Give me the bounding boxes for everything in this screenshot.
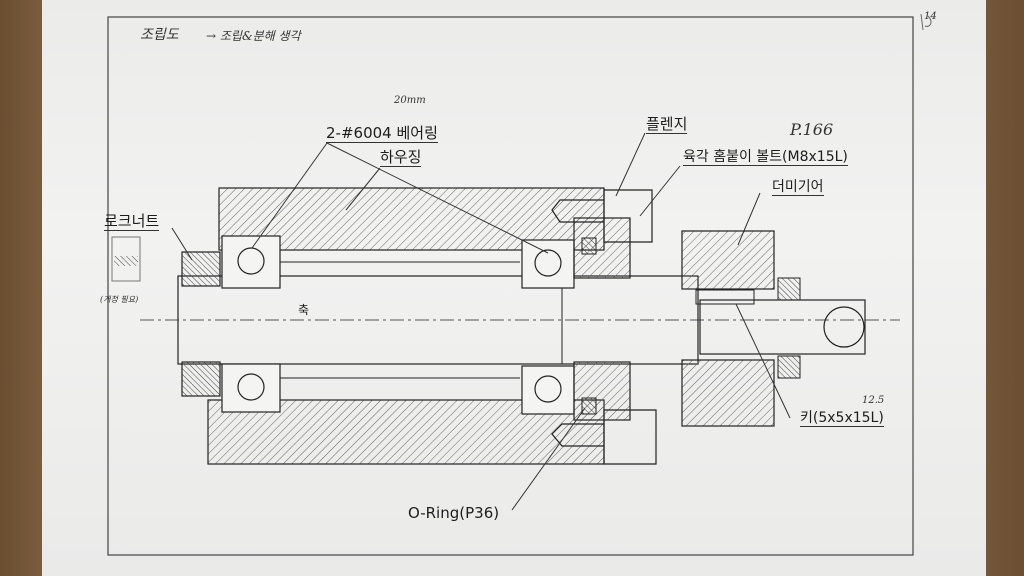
shaft: [177, 275, 699, 365]
key-label: 키(5x5x15L): [800, 410, 884, 427]
bearing-left-top: [221, 235, 281, 289]
shaft-end-hole: [823, 306, 865, 348]
key-correction: 12.5: [862, 395, 885, 406]
lock-nut-sketch: [111, 236, 141, 282]
dummy-gear-top: [681, 230, 775, 290]
flange-label: 플렌지: [646, 115, 688, 134]
lock-nut-top: [181, 251, 221, 287]
housing-label: 하우징: [380, 148, 422, 167]
drawing-border: [107, 16, 914, 556]
bearing-right-top: [521, 239, 575, 289]
bolt-label: 육각 홈붙이 볼트(M8x15L): [683, 149, 848, 166]
drawing-title: 조립도: [140, 27, 179, 43]
bolt-top: [551, 189, 653, 243]
shaft-end: [699, 299, 866, 355]
lock-nut-bottom: [181, 361, 221, 397]
page-number-mark: [920, 13, 932, 31]
bolt-bottom: [551, 409, 657, 465]
bearing-right-bottom: [521, 365, 575, 415]
drawing-note: → 조립&분해 생각: [206, 29, 301, 43]
reference-note: P.166: [790, 120, 834, 139]
lock-nut-label: 로크너트: [104, 212, 160, 231]
drawing-sheet: [42, 0, 986, 576]
oring-label: O-Ring(P36): [408, 504, 500, 522]
dummy-gear-bottom: [681, 359, 775, 427]
bearing-left-bottom: [221, 363, 281, 413]
shaft-label: 축: [298, 303, 310, 317]
lock-nut-note: (개정 필요): [100, 295, 139, 304]
dimension-note: 20mm: [394, 95, 426, 106]
bearing-label: 2-#6004 베어링: [326, 124, 438, 143]
dummy-gear-label: 더미기어: [772, 179, 824, 196]
page-number: 14: [924, 11, 937, 22]
